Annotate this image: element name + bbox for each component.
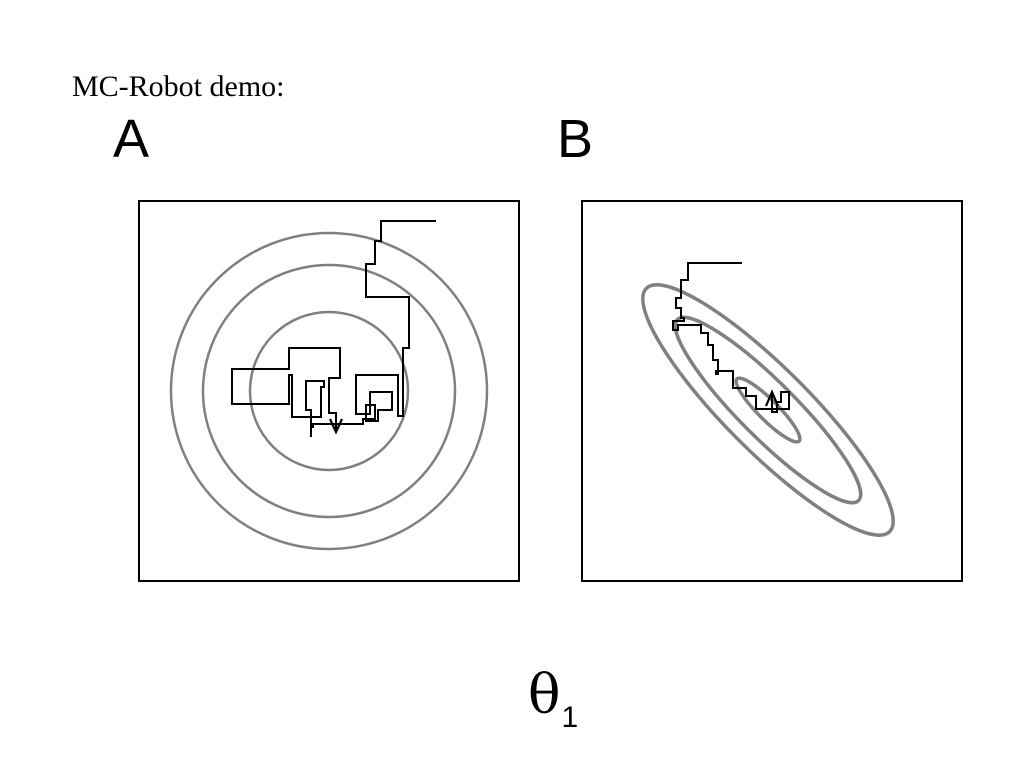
contour-outer (169, 231, 489, 551)
panel-a-diagram (138, 200, 520, 582)
panel-b-arrow-head (764, 389, 780, 407)
slide-title: MC-Robot demo: (72, 70, 285, 103)
theta-axis-label: θ1 (528, 668, 578, 733)
panel-a-walk-path (231, 220, 436, 437)
panel-a-arrow-head (329, 418, 343, 435)
theta-subscript: 1 (561, 701, 579, 734)
panel-a-label: A (113, 109, 150, 169)
panel-b-label: B (557, 109, 594, 169)
panel-b-walk-path (672, 262, 790, 413)
contour-middle (673, 315, 863, 505)
contour-inner (248, 310, 410, 472)
theta-symbol: θ (528, 663, 561, 726)
contour-inner (734, 376, 802, 444)
contour-middle (201, 263, 457, 519)
panel-b-diagram (581, 200, 963, 582)
contour-outer (641, 283, 895, 537)
